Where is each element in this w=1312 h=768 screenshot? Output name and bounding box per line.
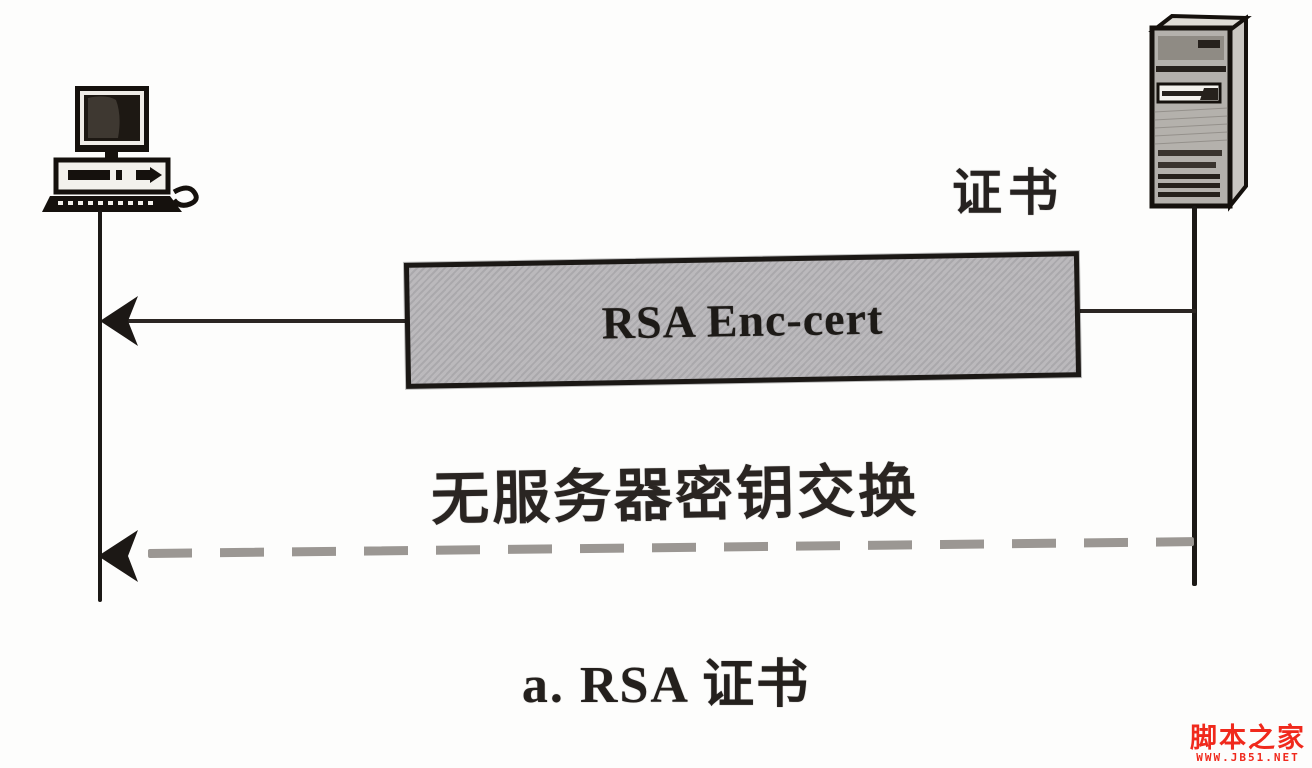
- client-lifeline: [98, 210, 102, 602]
- message-box: RSA Enc-cert: [403, 251, 1082, 389]
- solid-message-line-right: [1074, 309, 1196, 313]
- desktop-computer-icon: [42, 86, 199, 212]
- dashed-message-line: [147, 537, 1194, 558]
- key-exchange-label: 无服务器密钥交换: [430, 458, 920, 533]
- message-box-label: RSA Enc-cert: [601, 292, 884, 348]
- watermark-site-url: WWW.JB51.NET: [1196, 751, 1300, 765]
- server-certificate-label: 证书: [952, 165, 1064, 221]
- server-lifeline: [1192, 206, 1197, 586]
- left-arrowhead-solid-icon: [100, 296, 138, 346]
- left-arrowhead-dashed-icon: [98, 530, 138, 582]
- watermark: 脚本之家 WWW.JB51.NET: [1190, 724, 1306, 764]
- server-tower-icon: [1148, 13, 1252, 212]
- solid-message-line: [112, 319, 406, 323]
- diagram-caption: a. RSA 证书: [521, 657, 811, 714]
- watermark-site-name: 脚本之家: [1190, 723, 1306, 754]
